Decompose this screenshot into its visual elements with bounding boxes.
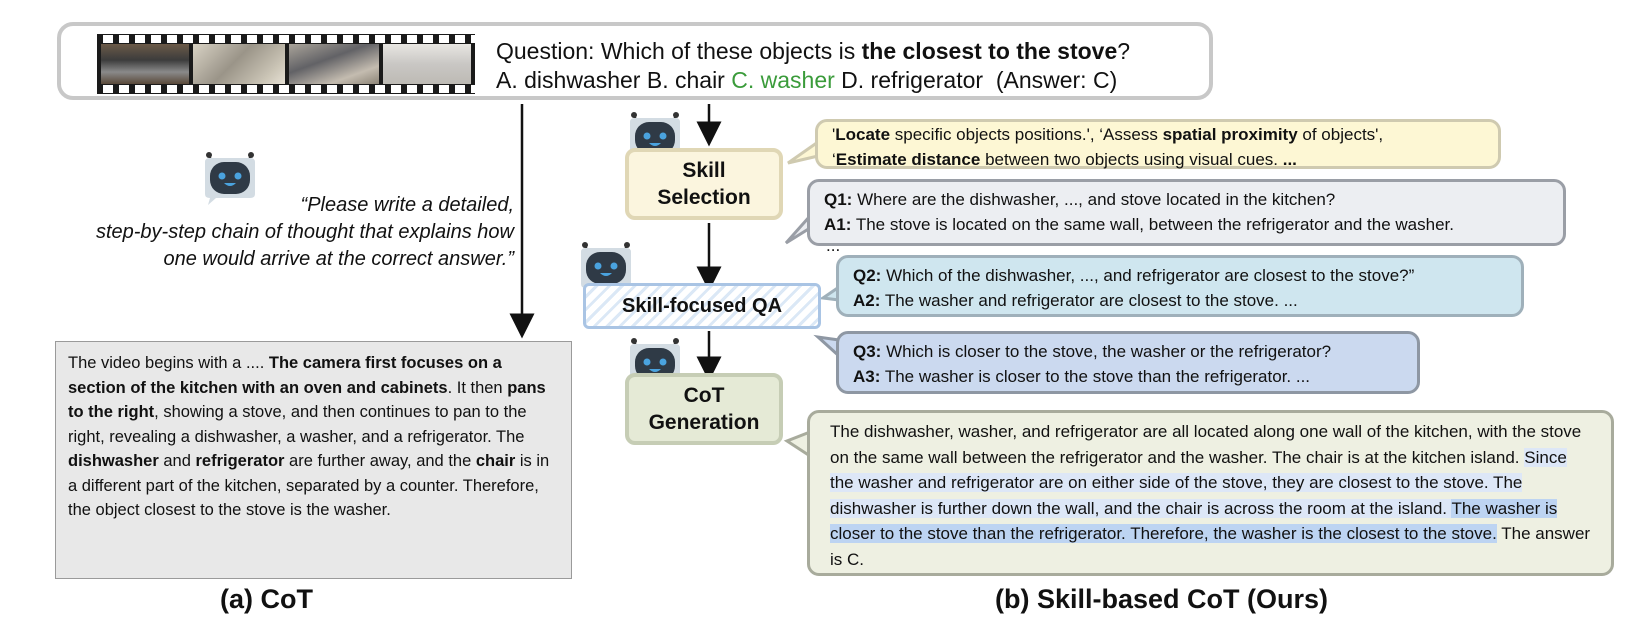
tail-skills bbox=[787, 139, 820, 165]
final-cot-callout: The dishwasher, washer, and refrigerator… bbox=[807, 410, 1614, 576]
qa-ellipsis: ... bbox=[826, 236, 841, 255]
caption-b: (b) Skill-based CoT (Ours) bbox=[995, 584, 1329, 614]
cot-prompt: “Please write a detailed, step-by-step c… bbox=[95, 194, 514, 270]
qa2-callout: Q2: Which of the dishwasher, ..., and re… bbox=[836, 255, 1524, 317]
qa1-callout: Q1: Where are the dishwasher, ..., and s… bbox=[807, 179, 1566, 246]
option-b: B. chair bbox=[646, 67, 725, 93]
skill-focused-qa-node: Skill-focused QA bbox=[583, 283, 821, 329]
option-a: A. dishwasher bbox=[496, 67, 641, 93]
caption-a: (a) CoT bbox=[220, 584, 313, 614]
video-filmstrip bbox=[97, 34, 475, 94]
skills-callout: 'Locate specific objects positions.', ‘A… bbox=[815, 119, 1501, 169]
robot-icon bbox=[205, 152, 255, 205]
option-d: D. refrigerator bbox=[841, 67, 984, 93]
option-c: C. washer bbox=[731, 67, 835, 93]
qa3-callout: Q3: Which is closer to the stove, the wa… bbox=[836, 331, 1420, 394]
question-text: Question: Which of these objects is the … bbox=[496, 38, 1131, 93]
cot-output-box: The video begins with a .... The camera … bbox=[55, 341, 572, 579]
answer: (Answer: C) bbox=[995, 67, 1118, 93]
